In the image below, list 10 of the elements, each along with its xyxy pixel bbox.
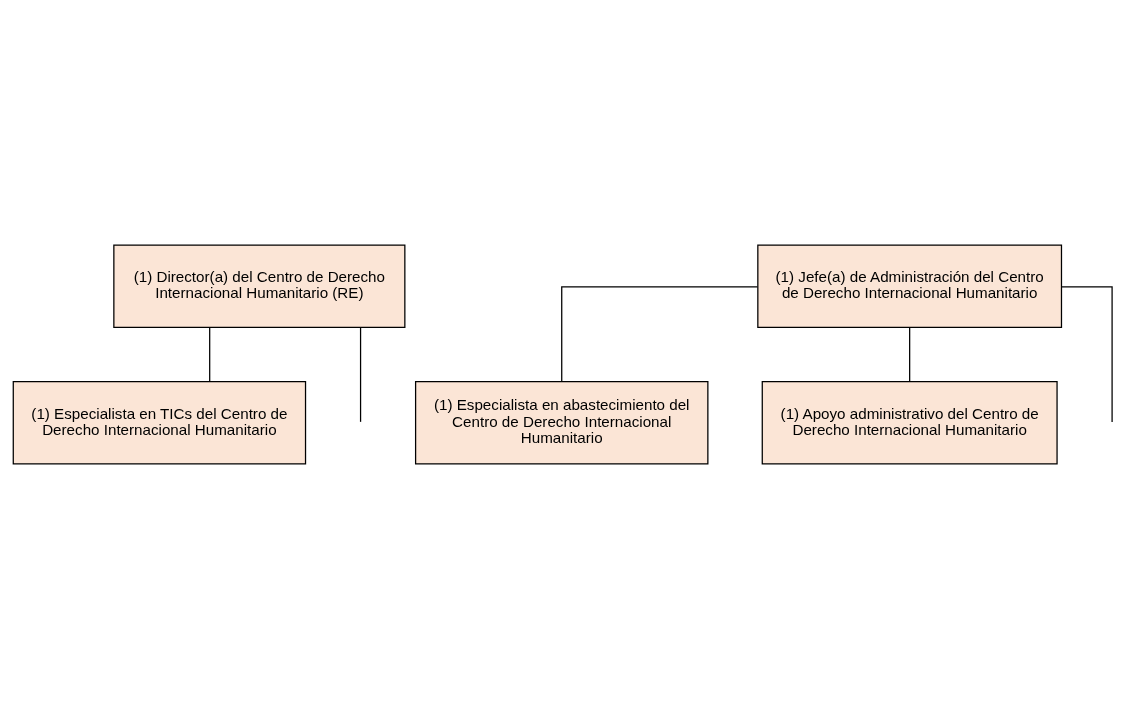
node-box: (1) Director(a) del Centro de Derecho Internacional Humanitario (RE) (113, 244, 406, 328)
node-box: (1) Especialista en abastecimiento del Centro de Derecho Internacional Humanitario (414, 381, 709, 465)
connector (909, 326, 911, 383)
connector (561, 286, 759, 383)
connector (359, 326, 362, 423)
node-box: (1) Jefe(a) de Administración del Centro de Derecho Internacional Humanitario (757, 244, 1063, 328)
connector (1060, 286, 1113, 423)
node-box: (1) Apoyo administrativo del Centro de Derecho Internacional Humanitario (761, 381, 1058, 465)
node-box: (1) Especialista en TICs del Centro de Derecho Internacional Humanitario (12, 381, 307, 465)
connector (209, 326, 211, 383)
